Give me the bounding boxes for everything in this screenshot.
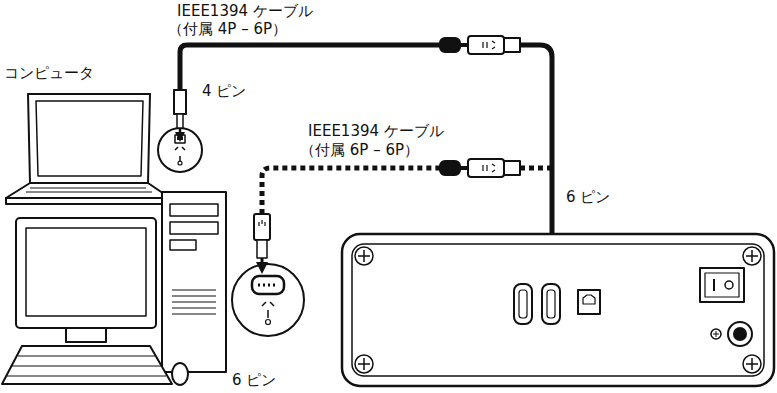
cable-spec: （付属 4P – 6P） bbox=[168, 20, 287, 38]
pin-count: 4 ピン bbox=[202, 82, 246, 100]
desktop-computer bbox=[2, 192, 226, 385]
pin-count: 6 ピン bbox=[566, 188, 610, 206]
port-magnifier bbox=[158, 128, 202, 172]
cable-4p-6p bbox=[174, 36, 552, 258]
cable-spec: （付属 6P – 6P） bbox=[300, 141, 419, 159]
port-magnifier bbox=[232, 264, 304, 336]
device bbox=[342, 234, 774, 386]
device-name: コンピュータ bbox=[4, 64, 94, 82]
pin-count: 6 ピン bbox=[232, 371, 276, 389]
cable-name: IEEE1394 ケーブル bbox=[177, 2, 313, 20]
cable-name: IEEE1394 ケーブル bbox=[308, 122, 444, 140]
laptop bbox=[6, 94, 170, 204]
